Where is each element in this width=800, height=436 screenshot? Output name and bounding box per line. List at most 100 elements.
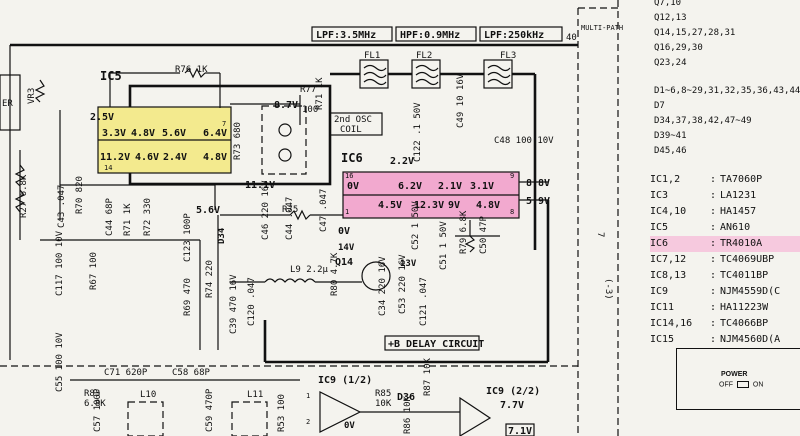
ic5-v-3p3: 3.3V — [102, 128, 126, 139]
ic-table-row: IC4,10:HA1457 — [650, 204, 800, 220]
c39-label: C39 470 16V — [229, 274, 239, 334]
ic5-v-2p4: 2.4V — [163, 152, 187, 163]
ic5-v-4p8b: 4.8V — [203, 152, 227, 163]
ic-name: IC5 — [650, 222, 669, 233]
r71b-label: R71 1K — [123, 203, 133, 236]
transistor-row: Q12,13 — [654, 13, 687, 23]
c123-label: C123 100P — [183, 213, 193, 262]
ic-colon: : — [710, 206, 717, 217]
ic-table-row: IC1,2:TA7060P — [650, 172, 800, 188]
diode-row: D39~41 — [654, 131, 687, 141]
delay-circuit-label: +B DELAY CIRCUIT — [388, 339, 484, 350]
r85-val: 10K — [375, 399, 392, 409]
ic-table-row: IC7,12:TC4069UBP — [650, 252, 800, 268]
fl1-label: FL1 — [364, 51, 380, 61]
c46-label: C46 220 16V — [261, 180, 271, 240]
ic6-v-0v-a: 0V — [347, 181, 359, 192]
ic5-v-11p2: 11.2V — [100, 152, 130, 163]
r70-label: R70 820 — [75, 176, 85, 214]
ic5-v-2p5: 2.5V — [90, 112, 114, 123]
c44b-label: C44 68P — [105, 197, 115, 236]
ic-table-row: IC8,13:TC4011BP — [650, 268, 800, 284]
pin40-label: 40 — [566, 33, 577, 43]
r79-label: R79 6.8K — [459, 210, 469, 254]
power-switch: OFF ON — [719, 381, 763, 388]
ic-name: IC9 — [650, 286, 669, 297]
ic5-pin7: 7 — [222, 120, 226, 128]
ic6-v-4p5: 4.5V — [378, 200, 402, 211]
filters: FL1 FL2 FL3 — [330, 51, 537, 180]
ic-part-number: NJM4560D(A — [720, 334, 781, 345]
diode-row: D1~6,8~29,31,32,35,36,43,44, — [654, 86, 800, 96]
r72-label: R72 330 — [143, 198, 153, 236]
ic6-v-3p1: 3.1V — [470, 181, 494, 192]
hpf-label: HPF:0.9MHz — [400, 30, 460, 41]
ic9a-pin2: 2 — [306, 418, 310, 426]
r73-label: R73 680 — [233, 122, 243, 160]
ic-name: IC14,16 — [650, 318, 693, 329]
l10-label: L10 — [140, 390, 156, 400]
ic-part-number: TR4010A — [720, 238, 763, 249]
c57-label: C57 100P — [93, 388, 103, 432]
ic-table-row: IC9:NJM4559D(C — [650, 284, 800, 300]
r86-label: R86 10K — [403, 395, 413, 434]
filter-labels: LPF:3.5MHz HPF:0.9MHz LPF:250kHz MULTI-P… — [311, 24, 623, 43]
ic6-v-5p9: 5.9V — [526, 196, 550, 207]
c34-label: C34 220 16V — [378, 256, 388, 316]
r83-val: 6.8K — [84, 399, 106, 409]
ic-table-row: IC14,16:TC4066BP — [650, 316, 800, 332]
c47-label: C47 .047 — [319, 189, 329, 232]
ic-table-row: IC3:LA1231 — [650, 188, 800, 204]
c71-label: C71 620P — [104, 368, 148, 378]
ic-part-number: TC4066BP — [720, 318, 769, 329]
r69-label: R69 470 — [183, 278, 193, 316]
r67-label: R67 100 — [89, 252, 99, 290]
transistor-list: Q7,10 Q12,13 Q14,15,27,28,31 Q16,29,30 Q… — [654, 0, 735, 71]
r85-label: R85 — [375, 389, 391, 399]
ic-colon: : — [710, 254, 717, 265]
pin7-label: 7 — [595, 232, 605, 237]
c58-label: C58 68P — [172, 368, 211, 378]
power-on-label: ON — [752, 381, 764, 389]
ic-colon: : — [710, 190, 717, 201]
ic-colon: : — [710, 222, 717, 233]
r53-label: R53 100 — [277, 394, 287, 432]
c53-label: C53 220 16V — [398, 254, 408, 314]
ic-colon: : — [710, 270, 717, 281]
ic6-pin1: 1 — [345, 208, 349, 216]
ic-part-number: TA7060P — [720, 174, 763, 185]
ic6-v-2p2: 2.2V — [390, 156, 414, 167]
ic-table-row: IC6:TR4010A — [650, 236, 800, 252]
ic5-v-11p1: 11.1V — [245, 180, 275, 191]
left-stub-text: ER — [2, 99, 13, 109]
ic9b-7p7v: 7.7V — [500, 400, 524, 411]
ic-part-number: NJM4559D(C — [720, 286, 781, 297]
r74-label: R74 220 — [205, 260, 215, 298]
c48-label: C48 100 10V — [494, 136, 554, 146]
ic6-v-9v: 9V — [448, 200, 460, 211]
r77-label: R77 — [300, 85, 316, 95]
power-label: POWER — [721, 371, 748, 378]
ic6-v-12p3: 12.3V — [414, 200, 444, 211]
l9-label: L9 2.2μ — [290, 265, 329, 275]
diode-row: D34,37,38,42,47~49 — [654, 116, 752, 126]
ic-name: IC15 — [650, 334, 675, 345]
r80-label: R80 4.7K — [330, 252, 340, 296]
lpf-label: LPF:3.5MHz — [316, 30, 376, 41]
diode-row: D7 — [654, 101, 665, 111]
lpf2-label: LPF:250kHz — [484, 30, 544, 41]
ic-table-row: IC15:NJM4560D(A — [650, 332, 800, 348]
transistor-row: Q7,10 — [654, 0, 682, 8]
diode-list: D1~6,8~29,31,32,35,36,43,44, D7 D34,37,3… — [654, 84, 800, 159]
ic-part-number: HA1457 — [720, 206, 757, 217]
ic-name: IC3 — [650, 190, 669, 201]
ic9a-pin1: 1 — [306, 392, 310, 400]
ic-part-number: AN610 — [720, 222, 751, 233]
c52-label: C52 1 50V — [411, 201, 421, 250]
ic-part-number: HA11223W — [720, 302, 769, 313]
c55-label: C55 100 10V — [55, 332, 65, 392]
ic6-pin16: 16 — [345, 172, 353, 180]
c51-label: C51 1 50V — [439, 221, 449, 270]
